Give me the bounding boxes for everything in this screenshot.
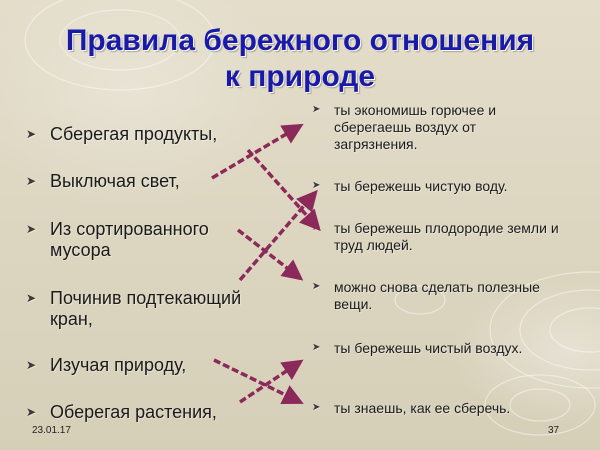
left-item-5: ➤ Изучая природу,: [26, 355, 286, 376]
right-item-text: ты знаешь, как ее сберечь.: [334, 400, 511, 416]
left-item-4: ➤ Починив подтекающий кран,: [26, 288, 276, 330]
right-item-4: ➤ можно снова сделать полезные вещи.: [312, 279, 542, 313]
page-number: 37: [548, 425, 560, 436]
right-item-6: ➤ ты знаешь, как ее сберечь.: [312, 400, 582, 417]
right-item-5: ➤ ты бережешь чистый воздух.: [312, 340, 532, 357]
arrow-line: [246, 148, 321, 232]
right-item-text: ты бережешь чистую воду.: [334, 178, 508, 194]
arrow-line: [238, 189, 318, 282]
arrow-bullet-icon: ➤: [26, 174, 37, 188]
left-item-2: ➤ Выключая свет,: [26, 171, 286, 192]
arrow-line: [236, 228, 304, 281]
left-item-text: Починив подтекающий кран,: [50, 288, 242, 329]
right-item-text: ты экономишь горючее и сберегаешь воздух…: [334, 102, 497, 152]
arrow-line: [213, 358, 304, 405]
arrow-bullet-icon: ➤: [312, 104, 321, 115]
left-item-text: Сберегая продукты,: [50, 124, 218, 144]
arrow-bullet-icon: ➤: [312, 180, 321, 191]
right-item-2: ➤ ты бережешь чистую воду.: [312, 178, 582, 195]
left-item-text: Выключая свет,: [50, 171, 180, 191]
right-item-text: можно снова сделать полезные вещи.: [334, 279, 540, 312]
arrow-bullet-icon: ➤: [312, 402, 321, 413]
footer-date: 23.01.17: [32, 425, 71, 436]
left-item-6: ➤ Оберегая растения,: [26, 402, 286, 423]
left-item-text: Оберегая растения,: [50, 402, 217, 422]
arrow-bullet-icon: ➤: [312, 281, 321, 292]
right-item-text: ты бережешь плодородие земли и труд люде…: [334, 220, 559, 253]
arrow-bullet-icon: ➤: [26, 405, 37, 419]
arrow-bullet-icon: ➤: [26, 291, 37, 305]
arrow-bullet-icon: ➤: [26, 358, 37, 372]
left-item-text: Изучая природу,: [50, 355, 187, 375]
arrow-bullet-icon: ➤: [312, 342, 321, 353]
left-item-text: Из сортированного мусора: [50, 219, 209, 260]
slide-title-line2: к природе: [224, 60, 376, 93]
arrow-line: [239, 359, 304, 404]
slide-title-line1: Правила бережного отношения: [65, 24, 535, 57]
arrow-bullet-icon: ➤: [26, 127, 37, 141]
arrow-line: [211, 123, 304, 180]
arrow-bullet-icon: ➤: [26, 222, 37, 236]
right-item-text: ты бережешь чистый воздух.: [334, 340, 523, 356]
left-item-1: ➤ Сберегая продукты,: [26, 124, 286, 145]
right-item-1: ➤ ты экономишь горючее и сберегаешь возд…: [312, 102, 552, 153]
left-item-3: ➤ Из сортированного мусора: [26, 219, 241, 261]
